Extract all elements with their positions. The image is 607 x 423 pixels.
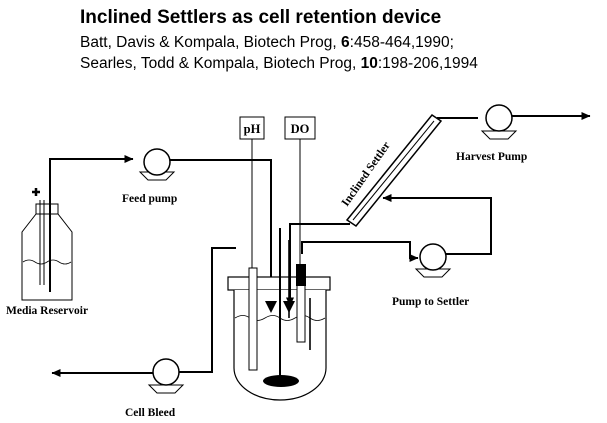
reference-1-pages: :458-464,1990;: [349, 34, 454, 51]
feed-pump: [138, 148, 176, 181]
do-label: DO: [291, 122, 310, 136]
pump-to-settler: [414, 243, 452, 278]
reference-2-volume: 10: [360, 55, 378, 72]
pump-to-settler-label: Pump to Settler: [392, 296, 469, 308]
feed-line-in: [49, 155, 134, 292]
page-title: Inclined Settlers as cell retention devi…: [80, 7, 442, 28]
vent-cross-icon: [32, 188, 40, 196]
cell-bleed-label: Cell Bleed: [125, 407, 176, 419]
cell-bleed-pump: [147, 358, 185, 394]
media-reservoir: [21, 188, 73, 301]
impeller-icon: [263, 375, 299, 387]
reference-2-pages: :198-206,1994: [377, 55, 478, 72]
settler-return-line: [286, 223, 350, 307]
reference-1: Batt, Davis & Kompala, Biotech Prog, 6:4…: [80, 34, 454, 52]
cell-bleed-line-in: [179, 247, 236, 373]
feed-pump-label: Feed pump: [122, 193, 177, 205]
reference-2-authors: Searles, Todd & Kompala, Biotech Prog,: [80, 55, 361, 72]
feed-line-to-reactor: [170, 159, 275, 307]
reference-2: Searles, Todd & Kompala, Biotech Prog, 1…: [80, 55, 478, 73]
settler-feed-line: [382, 194, 492, 255]
bioreactor-vessel: [227, 228, 331, 401]
ph-label: pH: [244, 122, 261, 136]
reactor-to-settler-pump-line: [301, 241, 419, 262]
reference-1-volume: 6: [341, 34, 350, 51]
media-reservoir-label: Media Reservoir: [6, 305, 88, 317]
harvest-pump: [480, 104, 518, 140]
reference-1-authors: Batt, Davis & Kompala, Biotech Prog,: [80, 34, 342, 51]
harvest-pump-label: Harvest Pump: [456, 151, 527, 163]
